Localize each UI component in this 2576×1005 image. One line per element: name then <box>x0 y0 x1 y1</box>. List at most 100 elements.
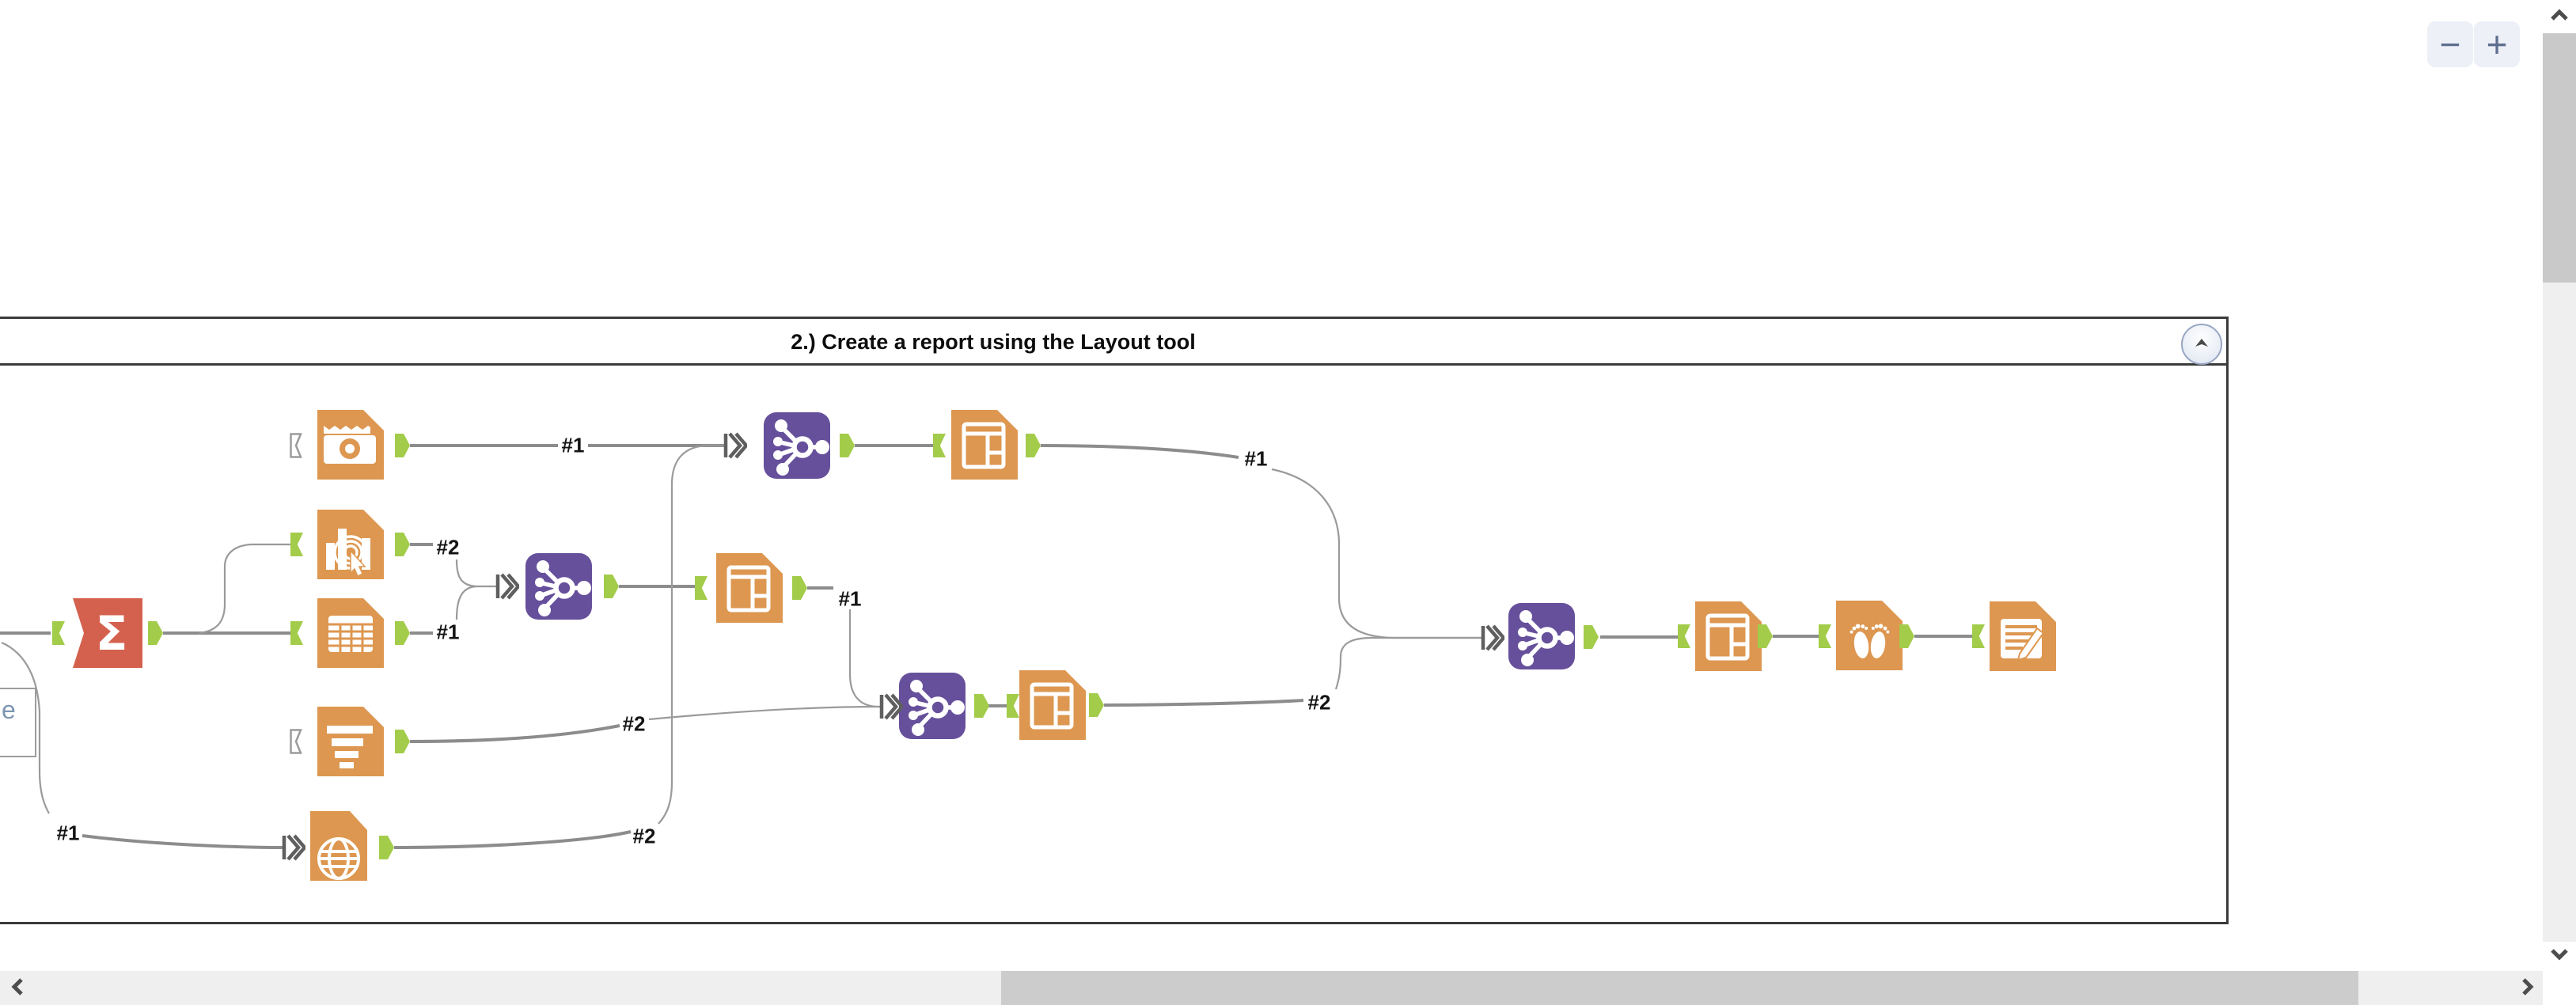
minus-icon: − <box>2439 24 2461 65</box>
union-mid-output-anchor[interactable] <box>604 575 619 598</box>
union-right-output-anchor[interactable] <box>1584 625 1599 649</box>
chart-output-anchor[interactable] <box>395 533 410 556</box>
interactive-chart-tool[interactable] <box>316 508 385 581</box>
wire-branch-to-chart[interactable] <box>199 543 290 635</box>
zoom-out-button[interactable]: − <box>2427 21 2473 67</box>
container-title: 2.) Create a report using the Layout too… <box>791 330 1196 354</box>
document-shape <box>1019 670 1086 740</box>
chevron-left-icon <box>10 977 25 1001</box>
wire-layoutlow-out[interactable] <box>1103 699 1304 707</box>
wire-layoutlow-riser[interactable] <box>1334 636 1482 690</box>
wire-text-out[interactable] <box>409 724 620 743</box>
union-right-multi-input-icon[interactable] <box>1481 624 1506 652</box>
container-collapse-button[interactable] <box>2181 324 2222 365</box>
summarize-input-anchor[interactable] <box>52 621 65 645</box>
table-tool[interactable] <box>316 597 385 669</box>
image-unconnected-input-anchor[interactable] <box>290 433 305 458</box>
footprints-icon <box>1849 624 1890 658</box>
wire-bottom-to-globe[interactable] <box>82 834 284 849</box>
layout-tool-top[interactable] <box>950 408 1019 481</box>
document-lines-icon <box>2005 625 2037 650</box>
text-output-anchor[interactable] <box>395 730 410 753</box>
document-shape <box>1836 601 1903 670</box>
scroll-down-button[interactable] <box>2543 942 2576 971</box>
wire-layouttop-drop[interactable] <box>1271 468 1482 639</box>
wire-label: #2 <box>622 711 646 736</box>
wire-label: #1 <box>56 821 80 845</box>
layout-top-input-anchor[interactable] <box>933 434 946 457</box>
layout-mid-input-anchor[interactable] <box>695 576 708 600</box>
union-tool-right[interactable] <box>1507 600 1576 673</box>
wire-chart-merge[interactable] <box>455 559 497 588</box>
wire-left-down-curve[interactable] <box>1 641 50 814</box>
report-text-tool[interactable] <box>316 705 385 778</box>
image-tool[interactable] <box>316 408 385 481</box>
union-tool-top[interactable] <box>762 409 832 482</box>
union-top-output-anchor[interactable] <box>840 434 855 457</box>
union-nodes-icon <box>1524 616 1564 659</box>
layout-low-input-anchor[interactable] <box>1007 694 1019 718</box>
tool-container-header[interactable]: 2.) Create a report using the Layout too… <box>0 319 2226 366</box>
layout-mid-output-anchor[interactable] <box>792 576 807 600</box>
annotation-comment-box[interactable]: e <box>0 688 36 757</box>
annotation-text: e <box>2 696 16 724</box>
scrollbar-corner <box>2543 971 2576 1005</box>
map-output-anchor[interactable] <box>379 836 394 859</box>
chevron-down-icon <box>2549 947 2570 965</box>
footer-output-anchor[interactable] <box>1899 624 1914 648</box>
wire-globe-out[interactable] <box>393 830 632 849</box>
map-multi-input-icon[interactable] <box>282 833 307 862</box>
zoom-in-button[interactable]: + <box>2474 21 2520 67</box>
report-map-tool[interactable] <box>309 810 369 882</box>
horizontal-scrollbar-thumb[interactable] <box>1001 971 2358 1005</box>
wire-globe-riser[interactable] <box>658 444 725 825</box>
footer-input-anchor[interactable] <box>1819 624 1831 648</box>
scroll-up-button[interactable] <box>2543 0 2576 33</box>
union-tool-low[interactable] <box>897 669 967 742</box>
wire-label: #2 <box>632 824 656 848</box>
wire-layoutmid-drop[interactable] <box>848 609 881 708</box>
union-nodes-icon <box>915 686 954 729</box>
globe-icon <box>317 837 360 880</box>
union-tool-mid[interactable] <box>524 550 594 623</box>
wire-layouttop-out[interactable] <box>1040 444 1239 459</box>
text-unconnected-input-anchor[interactable] <box>290 729 305 754</box>
report-footer-tool[interactable] <box>1834 599 1904 672</box>
union-mid-multi-input-icon[interactable] <box>495 572 521 601</box>
summarize-tool[interactable]: Σ <box>73 597 142 669</box>
layout-grid-icon <box>1705 613 1750 661</box>
layout-right-output-anchor[interactable] <box>1758 624 1773 648</box>
document-shape <box>1695 601 1762 671</box>
summarize-output-anchor[interactable] <box>148 621 163 645</box>
wire-text-cont[interactable] <box>648 705 882 721</box>
cursor-arrow-icon <box>350 549 366 578</box>
image-output-anchor[interactable] <box>395 434 410 457</box>
scroll-left-button[interactable] <box>3 974 32 1003</box>
union-top-multi-input-icon[interactable] <box>723 431 749 460</box>
layout-tool-right[interactable] <box>1694 600 1763 673</box>
layout-grid-icon <box>962 422 1006 469</box>
union-low-multi-input-icon[interactable] <box>879 692 905 721</box>
layout-low-output-anchor[interactable] <box>1089 693 1104 717</box>
wire-label: #2 <box>1307 690 1331 715</box>
table-input-anchor[interactable] <box>290 621 303 645</box>
document-shape <box>716 553 783 623</box>
layout-tool-mid[interactable] <box>715 552 784 624</box>
chart-input-anchor[interactable] <box>290 533 303 556</box>
wire-label: #1 <box>838 586 862 611</box>
table-output-anchor[interactable] <box>395 621 410 645</box>
vertical-scrollbar-thumb[interactable] <box>2543 33 2576 283</box>
scroll-right-button[interactable] <box>2513 974 2542 1003</box>
render-input-anchor[interactable] <box>1972 624 1985 648</box>
union-low-output-anchor[interactable] <box>974 694 989 718</box>
wire-label: #2 <box>436 535 460 559</box>
render-tool[interactable] <box>1988 600 2058 673</box>
layout-top-output-anchor[interactable] <box>1026 434 1041 457</box>
layout-right-input-anchor[interactable] <box>1678 624 1690 648</box>
plus-icon: + <box>2486 24 2508 65</box>
union-nodes-icon <box>780 426 819 468</box>
wire-table-merge[interactable] <box>455 585 477 620</box>
document-shape <box>310 811 367 881</box>
layout-tool-low[interactable] <box>1018 669 1087 741</box>
